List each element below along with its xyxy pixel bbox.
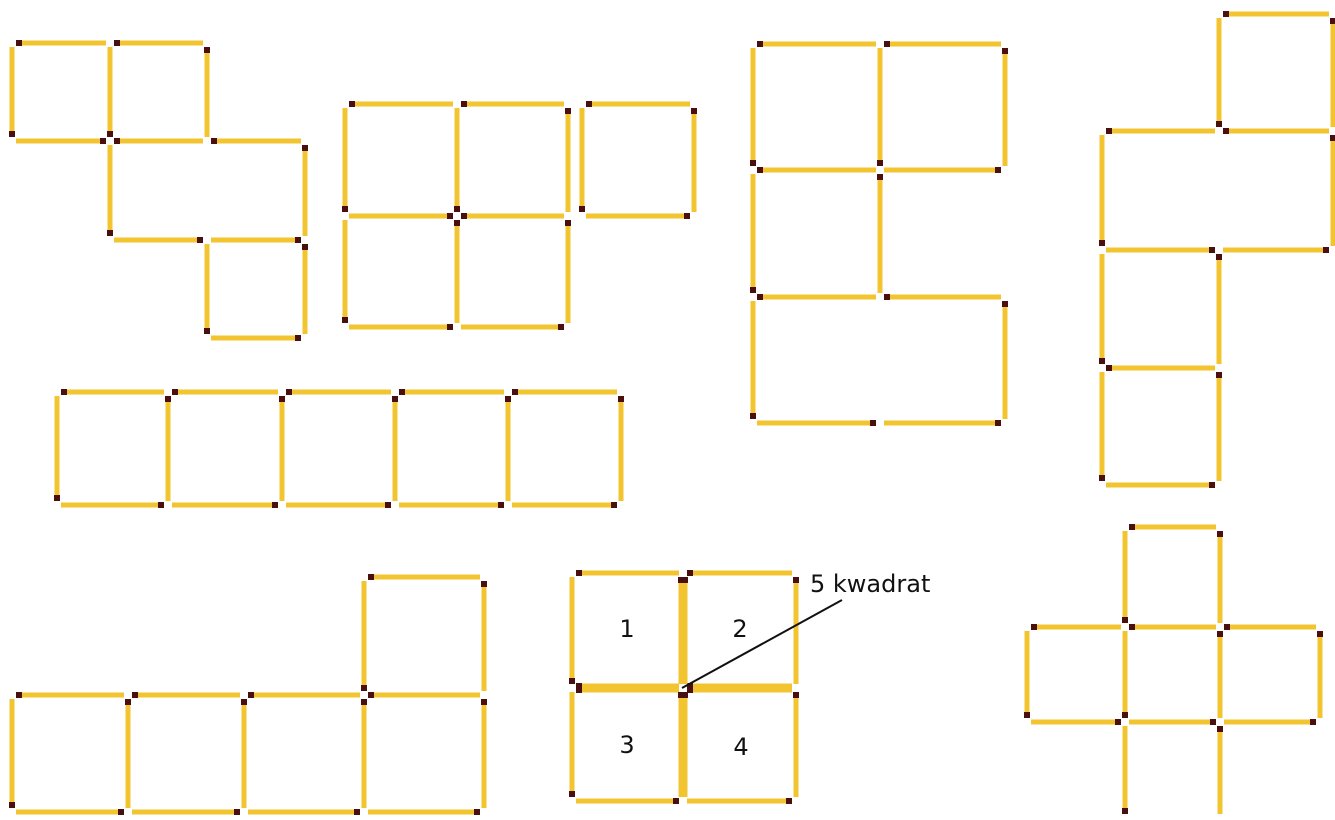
- square-label-1: 1: [619, 615, 634, 643]
- callout-pointer-line: [682, 600, 842, 688]
- square-label-3: 3: [619, 731, 634, 759]
- callout-label: 5 kwadrat: [810, 570, 930, 598]
- square-label-4: 4: [733, 733, 748, 761]
- square-label-2: 2: [732, 615, 747, 643]
- figures-layer: [12, 14, 1333, 814]
